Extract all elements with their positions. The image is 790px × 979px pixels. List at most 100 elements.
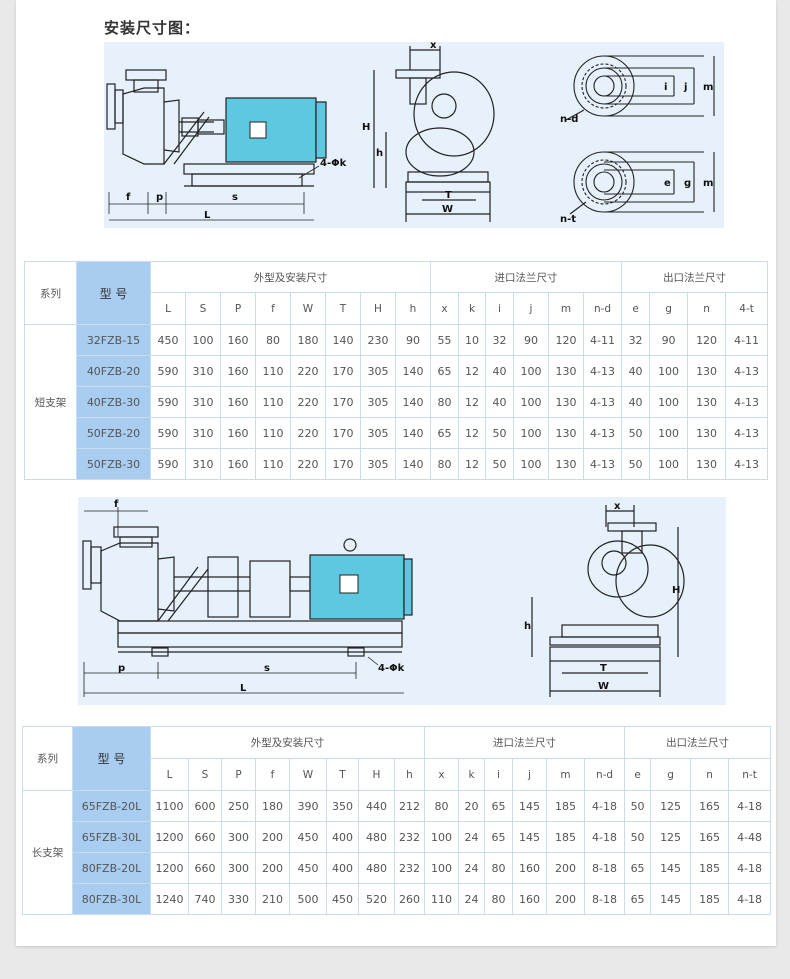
value-cell: 300 [221, 821, 256, 853]
col-header: W [289, 758, 327, 791]
dim-p-label: p [156, 192, 163, 203]
value-cell: 740 [188, 883, 222, 915]
col-header: n [687, 292, 727, 325]
value-cell: 80 [424, 790, 459, 822]
col-header: i [484, 758, 513, 791]
value-cell: 590 [150, 417, 186, 449]
value-cell: 40 [485, 386, 514, 418]
model-header: 型 号 [76, 261, 151, 325]
table-column-row: L S P f W T H h x k i j m n-d e g n 4-t [25, 292, 769, 325]
value-cell: 100 [185, 324, 221, 356]
model-cell: 80FZB-30L [72, 883, 151, 915]
series-cell: 短支架 [24, 324, 77, 480]
value-cell: 40 [621, 355, 651, 387]
value-cell: 145 [512, 790, 547, 822]
value-cell: 80 [430, 448, 459, 480]
value-cell: 4-18 [728, 852, 772, 884]
col-header: H [360, 292, 396, 325]
value-cell: 310 [185, 417, 221, 449]
value-cell: 185 [690, 852, 730, 884]
dim-nt-label: n-t [560, 214, 576, 225]
value-cell: 1100 [150, 790, 189, 822]
value-cell: 130 [548, 417, 584, 449]
motor-body-long [309, 554, 405, 620]
model-header: 型 号 [72, 726, 151, 791]
value-cell: 450 [289, 852, 327, 884]
value-cell: 260 [394, 883, 425, 915]
dim-h-lower-label-2: h [524, 621, 531, 632]
value-cell: 4-48 [728, 821, 772, 853]
value-cell: 100 [649, 355, 689, 387]
value-cell: 400 [326, 821, 359, 853]
value-cell: 590 [150, 448, 186, 480]
value-cell: 440 [358, 790, 395, 822]
value-cell: 450 [150, 324, 186, 356]
value-cell: 170 [325, 417, 361, 449]
value-cell: 200 [255, 821, 290, 853]
value-cell: 100 [513, 355, 549, 387]
value-cell: 130 [548, 448, 584, 480]
col-header: j [512, 758, 547, 791]
dim-h-lower-label: h [376, 148, 383, 159]
value-cell: 170 [325, 386, 361, 418]
value-cell: 65 [430, 417, 459, 449]
col-header: f [255, 758, 290, 791]
value-cell: 4-18 [728, 790, 772, 822]
value-cell: 110 [255, 448, 291, 480]
value-cell: 80 [484, 883, 513, 915]
dim-h-upper-label-2: H [672, 585, 680, 596]
value-cell: 4-13 [582, 448, 623, 480]
col-header: x [424, 758, 459, 791]
value-cell: 80 [255, 324, 291, 356]
value-cell: 40 [485, 355, 514, 387]
series-cell: 长支架 [22, 790, 73, 915]
dim-s-label-2: s [264, 663, 270, 674]
col-header: i [485, 292, 514, 325]
value-cell: 4-11 [725, 324, 769, 356]
value-cell: 1240 [150, 883, 189, 915]
value-cell: 130 [548, 386, 584, 418]
value-cell: 120 [548, 324, 584, 356]
value-cell: 4-13 [582, 355, 623, 387]
dim-nd-label: n-d [560, 114, 578, 125]
dim-i-label: i [664, 82, 667, 93]
dim-4k-label: 4-Φk [320, 158, 347, 169]
value-cell: 140 [395, 355, 431, 387]
value-cell: 125 [650, 821, 692, 853]
value-cell: 110 [255, 386, 291, 418]
drawing-short-svg: f p s L 4-Φk x H h T W [106, 42, 715, 225]
model-cell: 50FZB-20 [76, 417, 151, 449]
value-cell: 220 [290, 448, 326, 480]
col-header: T [325, 292, 361, 325]
value-cell: 140 [395, 417, 431, 449]
value-cell: 100 [513, 386, 549, 418]
value-cell: 50 [485, 417, 514, 449]
value-cell: 4-13 [725, 355, 769, 387]
col-header: n [690, 758, 730, 791]
value-cell: 4-13 [582, 386, 623, 418]
value-cell: 590 [150, 386, 186, 418]
dim-l-label-2: L [240, 683, 247, 694]
model-cell: 65FZB-30L [72, 821, 151, 853]
value-cell: 600 [188, 790, 222, 822]
value-cell: 590 [150, 355, 186, 387]
value-cell: 24 [458, 852, 485, 884]
value-cell: 8-18 [583, 852, 626, 884]
value-cell: 220 [290, 355, 326, 387]
value-cell: 500 [289, 883, 327, 915]
value-cell: 310 [185, 355, 221, 387]
model-cell: 50FZB-30 [76, 448, 151, 480]
value-cell: 200 [546, 883, 585, 915]
value-cell: 1200 [150, 852, 189, 884]
value-cell: 232 [394, 852, 425, 884]
value-cell: 145 [512, 821, 547, 853]
value-cell: 210 [255, 883, 290, 915]
col-header: W [290, 292, 326, 325]
value-cell: 1200 [150, 821, 189, 853]
value-cell: 12 [458, 417, 486, 449]
value-cell: 4-18 [583, 790, 626, 822]
value-cell: 305 [360, 355, 396, 387]
